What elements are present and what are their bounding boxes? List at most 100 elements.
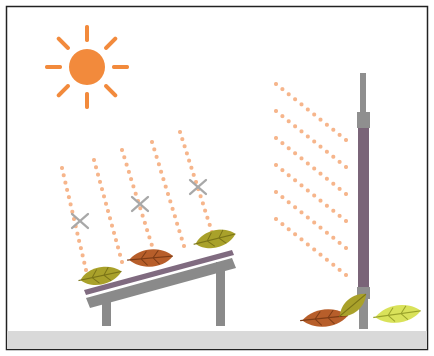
- light-dot: [293, 178, 298, 183]
- light-dot: [293, 97, 298, 102]
- light-dot: [286, 227, 291, 232]
- light-dot: [286, 92, 291, 97]
- light-dot: [96, 172, 100, 177]
- light-dot: [324, 230, 329, 235]
- light-dot: [344, 138, 348, 142]
- light-dot: [145, 228, 150, 233]
- light-dot: [280, 195, 285, 200]
- light-dot: [312, 247, 317, 252]
- light-dot: [299, 237, 304, 242]
- light-dot: [286, 200, 291, 205]
- light-dot: [293, 205, 298, 210]
- light-dot: [274, 217, 278, 221]
- light-dot: [104, 201, 108, 206]
- light-dot: [154, 154, 159, 159]
- light-dot: [163, 184, 168, 189]
- light-dot: [161, 177, 166, 182]
- ground: [7, 331, 427, 349]
- tilted-solar-panel: [84, 250, 236, 326]
- light-dot: [337, 213, 342, 218]
- light-dot: [68, 202, 73, 207]
- blocked-light-marks: [70, 178, 208, 230]
- sun-ray: [56, 36, 70, 50]
- light-dot: [305, 215, 310, 220]
- panel-leg-left: [102, 296, 111, 326]
- light-dot: [274, 190, 278, 194]
- light-dot: [344, 165, 348, 169]
- light-dot: [305, 161, 310, 166]
- light-dot: [122, 155, 127, 160]
- light-dot: [156, 162, 161, 167]
- light-dot: [299, 129, 304, 134]
- light-dot: [133, 191, 138, 196]
- leaf-icon: [78, 266, 122, 286]
- light-dot: [60, 166, 64, 170]
- frame-border: [5, 5, 429, 351]
- pole-top: [360, 73, 366, 113]
- light-dot: [274, 136, 278, 140]
- light-dot: [305, 188, 310, 193]
- light-dot: [337, 132, 342, 137]
- light-dot: [92, 158, 96, 162]
- light-dot: [274, 109, 278, 113]
- light-dot: [299, 156, 304, 161]
- light-dot: [337, 159, 342, 164]
- light-dot: [331, 154, 336, 159]
- light-dot: [305, 134, 310, 139]
- light-dot: [344, 246, 348, 250]
- light-dot: [61, 173, 66, 178]
- light-dot: [318, 198, 323, 203]
- light-dot: [344, 273, 348, 277]
- light-dot: [312, 193, 317, 198]
- light-dot: [177, 229, 182, 234]
- light-dot: [293, 151, 298, 156]
- light-dot: [280, 141, 285, 146]
- light-dot: [198, 194, 203, 199]
- light-dot: [98, 179, 102, 184]
- light-dot: [65, 187, 70, 192]
- light-dot: [110, 223, 114, 228]
- light-dot: [94, 165, 98, 170]
- light-dot: [170, 206, 175, 211]
- light-dot: [191, 172, 196, 177]
- leaf-icon: [300, 309, 348, 327]
- light-dot: [344, 192, 348, 196]
- light-dot: [114, 238, 118, 243]
- sun-ray: [104, 84, 118, 98]
- light-dot: [172, 214, 177, 219]
- light-dot: [118, 252, 122, 257]
- light-dot: [187, 158, 192, 163]
- light-dot: [142, 220, 147, 225]
- light-dot: [207, 222, 212, 227]
- light-dot: [152, 147, 157, 152]
- light-dot: [102, 194, 106, 199]
- blocked-light-mark-icon: [188, 178, 208, 196]
- light-dot: [312, 139, 317, 144]
- panel-leg-right: [216, 262, 225, 326]
- light-dot: [312, 166, 317, 171]
- light-dot: [337, 240, 342, 245]
- light-dot: [168, 199, 173, 204]
- light-dot: [78, 246, 83, 251]
- light-dot: [108, 216, 112, 221]
- light-dot: [318, 225, 323, 230]
- light-dot: [80, 253, 85, 258]
- light-dot: [337, 267, 342, 272]
- light-dot: [129, 177, 134, 182]
- light-dot: [324, 257, 329, 262]
- light-dot: [189, 165, 194, 170]
- light-dot: [82, 260, 87, 265]
- light-dot: [331, 262, 336, 267]
- leaf-icon: [127, 249, 173, 267]
- light-dot: [184, 151, 189, 156]
- light-dot: [180, 137, 185, 142]
- light-dot: [344, 219, 348, 223]
- light-dot: [150, 140, 154, 144]
- light-dot: [299, 102, 304, 107]
- light-dot: [312, 220, 317, 225]
- pole-bottom: [359, 299, 368, 329]
- light-dot: [106, 209, 110, 213]
- light-dot: [286, 173, 291, 178]
- light-dot: [159, 169, 164, 174]
